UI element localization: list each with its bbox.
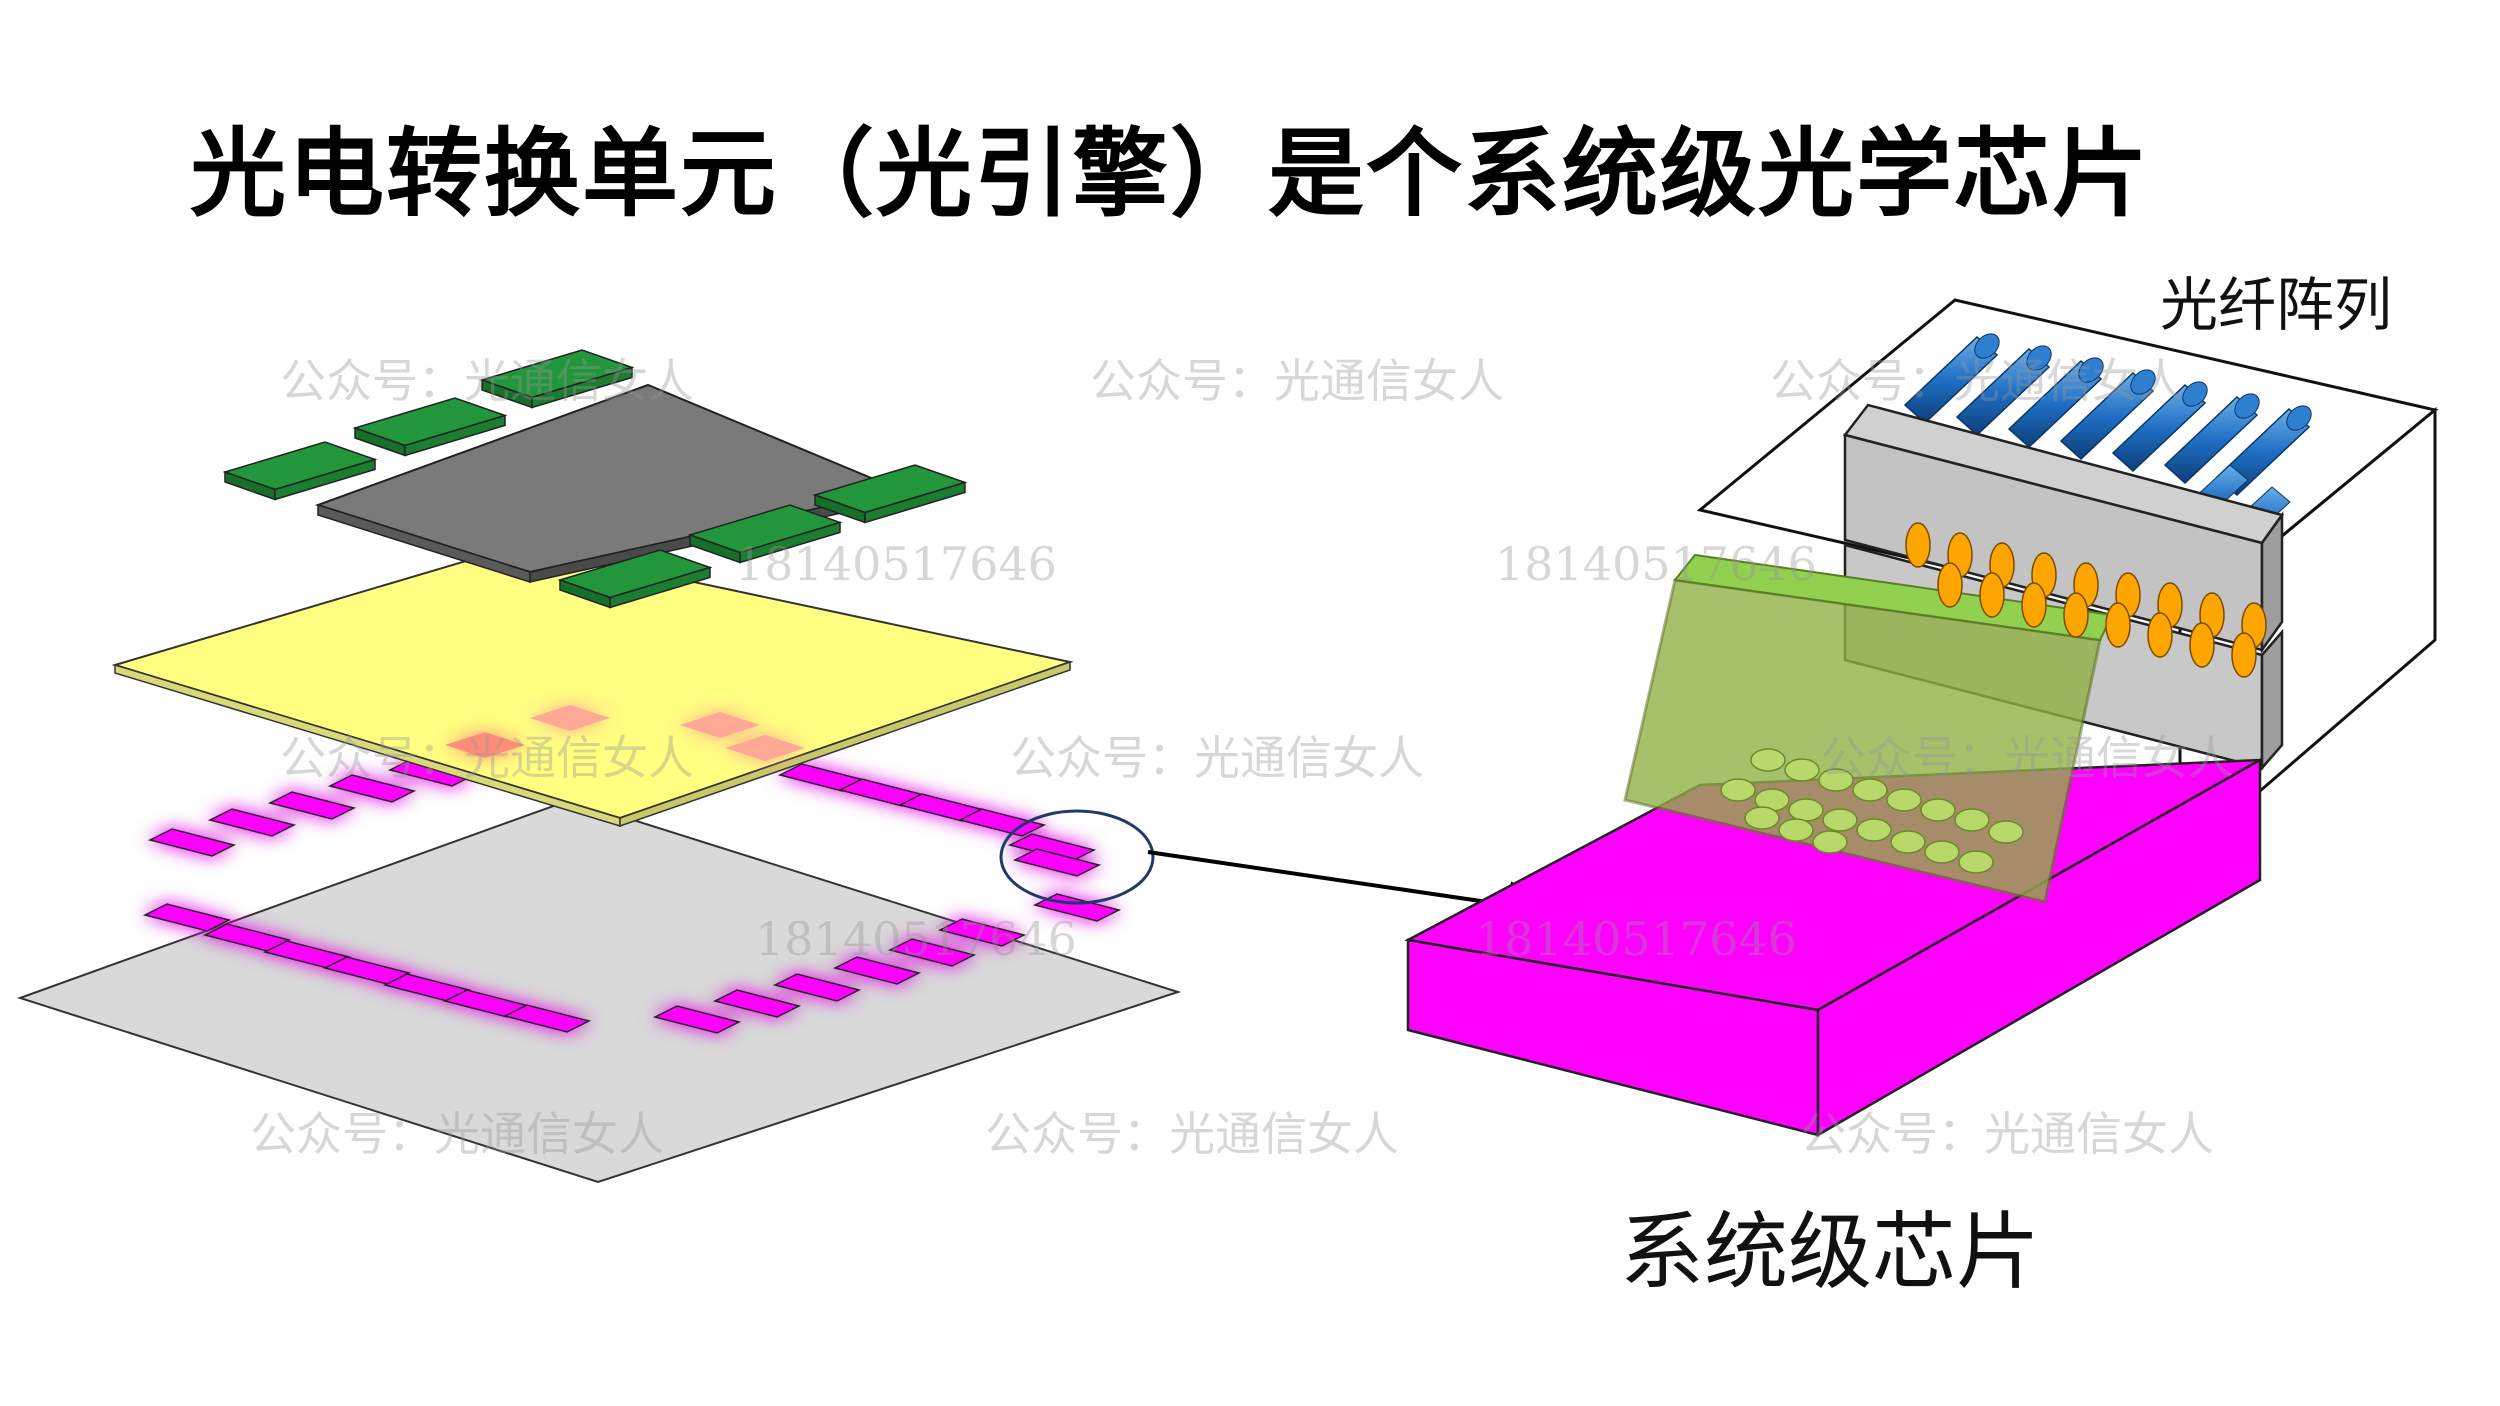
optical-fibers — [1903, 333, 2312, 558]
green-component-edge — [404, 414, 506, 457]
watermark-text: 公众号：光通信女人 — [1770, 354, 2184, 408]
watermark-text: 公众号：光通信女人 — [280, 731, 694, 785]
microlens — [1924, 840, 1960, 864]
microlens — [1744, 806, 1780, 830]
microlens — [1852, 778, 1888, 802]
optical-pad — [502, 1004, 592, 1033]
green-components — [222, 349, 968, 609]
microlens — [1988, 820, 2024, 844]
microlens — [1750, 748, 1786, 772]
watermark-text: 公众号：光通信女人 — [1820, 731, 2234, 785]
optical-pad — [1012, 848, 1102, 877]
optical-pad — [202, 923, 292, 952]
microlens — [1778, 818, 1814, 842]
microlens — [1812, 830, 1848, 854]
microlens — [1818, 768, 1854, 792]
optical-pad — [712, 989, 802, 1018]
optical-pad — [267, 791, 357, 820]
lens-element — [2189, 622, 2215, 668]
page-title: 光电转换单元（光引擎）是个系统级光学芯片 — [190, 118, 2150, 230]
microlens — [1822, 808, 1858, 832]
optical-fiber — [1955, 345, 2052, 437]
lens-array — [1905, 522, 2267, 678]
optical-pad — [142, 903, 232, 932]
package-substrate — [16, 798, 1182, 1184]
lens-element — [1937, 562, 1963, 608]
green-component-edge — [864, 481, 966, 524]
microlens — [1784, 758, 1820, 782]
microlens — [1720, 778, 1756, 802]
optical-fiber — [2111, 381, 2208, 473]
lens-element — [2231, 632, 2257, 678]
optical-fiber — [2059, 369, 2156, 461]
microlens — [1954, 808, 1990, 832]
watermark-number: 18140517646 — [735, 537, 1057, 591]
lens-element — [2105, 602, 2131, 648]
microlens-array — [1720, 748, 2024, 874]
watermark-text: 公众号：光通信女人 — [250, 1107, 664, 1161]
optical-fiber — [2007, 357, 2104, 449]
optical-pad — [652, 1005, 742, 1034]
green-component-edge — [739, 521, 841, 564]
green-component-edge — [531, 366, 633, 409]
optical-pad — [772, 973, 862, 1002]
lens-element — [1979, 572, 2005, 618]
green-component-edge — [609, 566, 711, 609]
optical-fiber — [1903, 333, 2000, 425]
watermark-number: 18140517646 — [1495, 537, 1817, 591]
optical-pad — [207, 808, 297, 837]
watermark-text: 公众号：光通信女人 — [1090, 354, 1504, 408]
system-chip-label: 系统级芯片 — [1620, 1203, 2041, 1301]
microlens — [1920, 798, 1956, 822]
optical-pad — [327, 774, 417, 803]
watermark-number: 18140517646 — [1475, 912, 1797, 966]
green-component-edge — [274, 458, 376, 501]
microlens — [1856, 818, 1892, 842]
optical-pad — [937, 918, 1027, 947]
optical-pad — [322, 956, 412, 985]
microlens — [1886, 788, 1922, 812]
interposer-bump-pads — [445, 705, 805, 761]
optical-pad — [832, 956, 922, 985]
microlens — [1890, 830, 1926, 854]
watermark-number: 18140517646 — [755, 912, 1077, 966]
lens-element — [2063, 592, 2089, 638]
watermark-text: 公众号：光通信女人 — [985, 1107, 1399, 1161]
optical-pad — [957, 808, 1047, 837]
watermark-text: 公众号：光通信女人 — [1010, 731, 1424, 785]
lens-element — [1905, 522, 1931, 568]
optical-pad — [887, 938, 977, 967]
optical-pad — [147, 828, 237, 857]
watermark-text: 公众号：光通信女人 — [280, 354, 694, 408]
microlens — [1788, 798, 1824, 822]
watermark-text: 公众号：光通信女人 — [1800, 1107, 2214, 1161]
lens-element — [2021, 582, 2047, 628]
optical-fiber — [2163, 393, 2260, 485]
microlens — [1958, 850, 1994, 874]
fiber-array-label: 光纤阵列 — [2160, 271, 2393, 339]
pad-highlight-ellipse — [999, 809, 1155, 905]
lens-element — [2147, 612, 2173, 658]
